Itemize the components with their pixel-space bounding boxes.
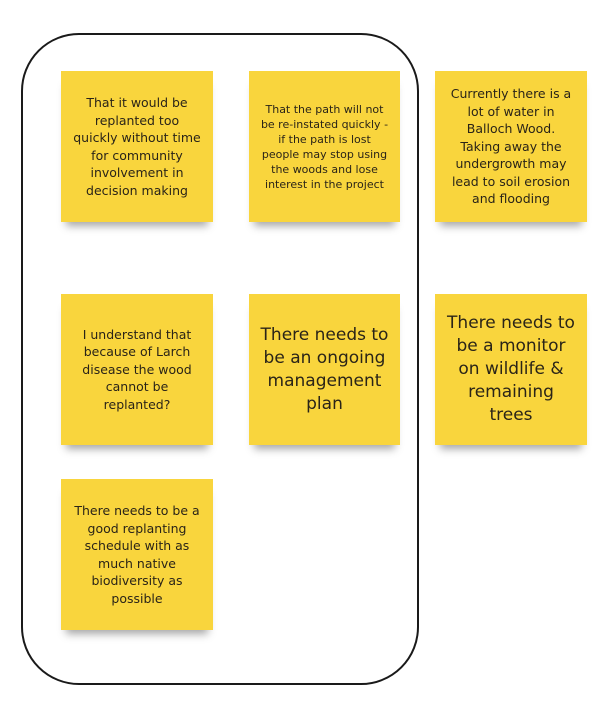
sticky-note-wildlife-monitor[interactable]: There needs to be a monitor on wildlife … bbox=[435, 294, 587, 445]
sticky-note-path-reinstated[interactable]: That the path will not be re-instated qu… bbox=[249, 71, 400, 222]
sticky-note-replanting-too-quickly[interactable]: That it would be replanted too quickly w… bbox=[61, 71, 213, 222]
sticky-note-larch-disease[interactable]: I understand that because of Larch disea… bbox=[61, 294, 213, 445]
sticky-note-text: I understand that because of Larch disea… bbox=[82, 326, 192, 412]
sticky-note-text: There needs to be a monitor on wildlife … bbox=[447, 313, 575, 425]
sticky-note-text: That it would be replanted too quickly w… bbox=[73, 95, 201, 198]
sticky-note-text: That the path will not be re-instated qu… bbox=[260, 102, 389, 191]
group-outline bbox=[21, 33, 419, 685]
sticky-note-soil-erosion[interactable]: Currently there is a lot of water in Bal… bbox=[435, 71, 587, 222]
sticky-note-management-plan[interactable]: There needs to be an ongoing management … bbox=[249, 294, 400, 445]
sticky-note-text: There needs to be an ongoing management … bbox=[260, 324, 389, 414]
sticky-note-text: There needs to be a good replanting sche… bbox=[74, 503, 200, 606]
sticky-note-text: Currently there is a lot of water in Bal… bbox=[450, 86, 572, 207]
sticky-note-replanting-schedule[interactable]: There needs to be a good replanting sche… bbox=[61, 479, 213, 630]
